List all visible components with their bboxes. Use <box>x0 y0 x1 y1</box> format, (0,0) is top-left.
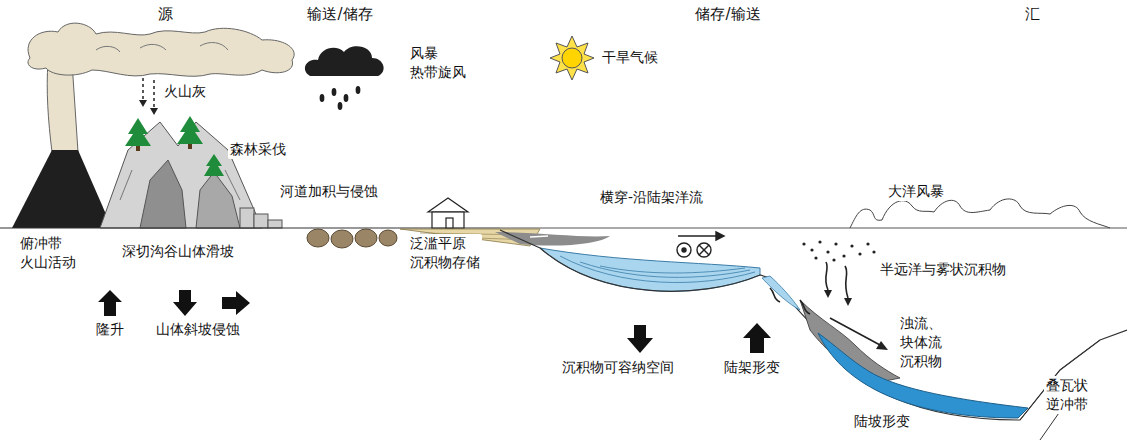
sea-surface <box>500 228 1127 229</box>
thrust-wedge <box>1020 340 1100 440</box>
trees <box>125 116 224 176</box>
channel-boulders <box>307 229 397 248</box>
process-label: 横穿-沿陆架洋流 <box>598 188 705 207</box>
process-label: 陆坡形变 <box>852 412 912 431</box>
house <box>428 198 468 228</box>
seabed-profile <box>500 230 1127 420</box>
stage-heading: 输送/储存 <box>305 4 374 24</box>
sun <box>550 36 594 80</box>
process-label: 干旱气候 <box>600 48 660 67</box>
current-symbols <box>677 232 724 257</box>
process-label: 泛滥平原 沉积物存储 <box>408 234 482 272</box>
river-terraces <box>240 208 282 228</box>
process-label: 陆架形变 <box>722 358 782 377</box>
stage-heading: 源 <box>156 4 175 24</box>
process-label: 大洋风暴 <box>886 182 946 201</box>
land-surface <box>0 227 500 228</box>
process-label: 叠瓦状 逆冲带 <box>1044 376 1090 414</box>
flow-arrows <box>770 262 880 345</box>
process-label: 深切沟谷山体滑坡 <box>120 242 236 261</box>
process-label: 浊流、块体流 沉积物 <box>898 314 944 371</box>
block-arrows <box>98 290 771 353</box>
process-label: 森林采伐 <box>228 140 288 159</box>
ash-fall-arrows <box>143 78 154 110</box>
process-label: 火山灰 <box>162 82 208 101</box>
process-label: 沉积物可容纳空间 <box>560 358 676 377</box>
process-label: 隆升 <box>94 320 126 339</box>
stage-heading: 汇 <box>1023 4 1042 24</box>
slope-lens <box>762 276 800 310</box>
stage-heading: 储存/输送 <box>693 4 762 24</box>
volcano <box>12 150 112 228</box>
process-label: 俯冲带 火山活动 <box>18 234 78 272</box>
process-label: 山体斜坡侵蚀 <box>154 320 242 339</box>
process-label: 风暴 热带旋风 <box>408 44 468 82</box>
current-arrow <box>530 236 548 237</box>
storm-waves <box>850 199 1110 228</box>
process-label: 半远洋与雾状沉积物 <box>878 260 1008 279</box>
flow-arrowheads <box>824 290 888 350</box>
process-label: 河道加积与侵蚀 <box>278 182 380 201</box>
shelf-plume <box>495 232 610 246</box>
storm-cloud <box>305 46 384 110</box>
mountains <box>100 122 262 228</box>
ash-fall-heads <box>139 100 158 115</box>
hemipelagic-dots <box>802 240 875 261</box>
